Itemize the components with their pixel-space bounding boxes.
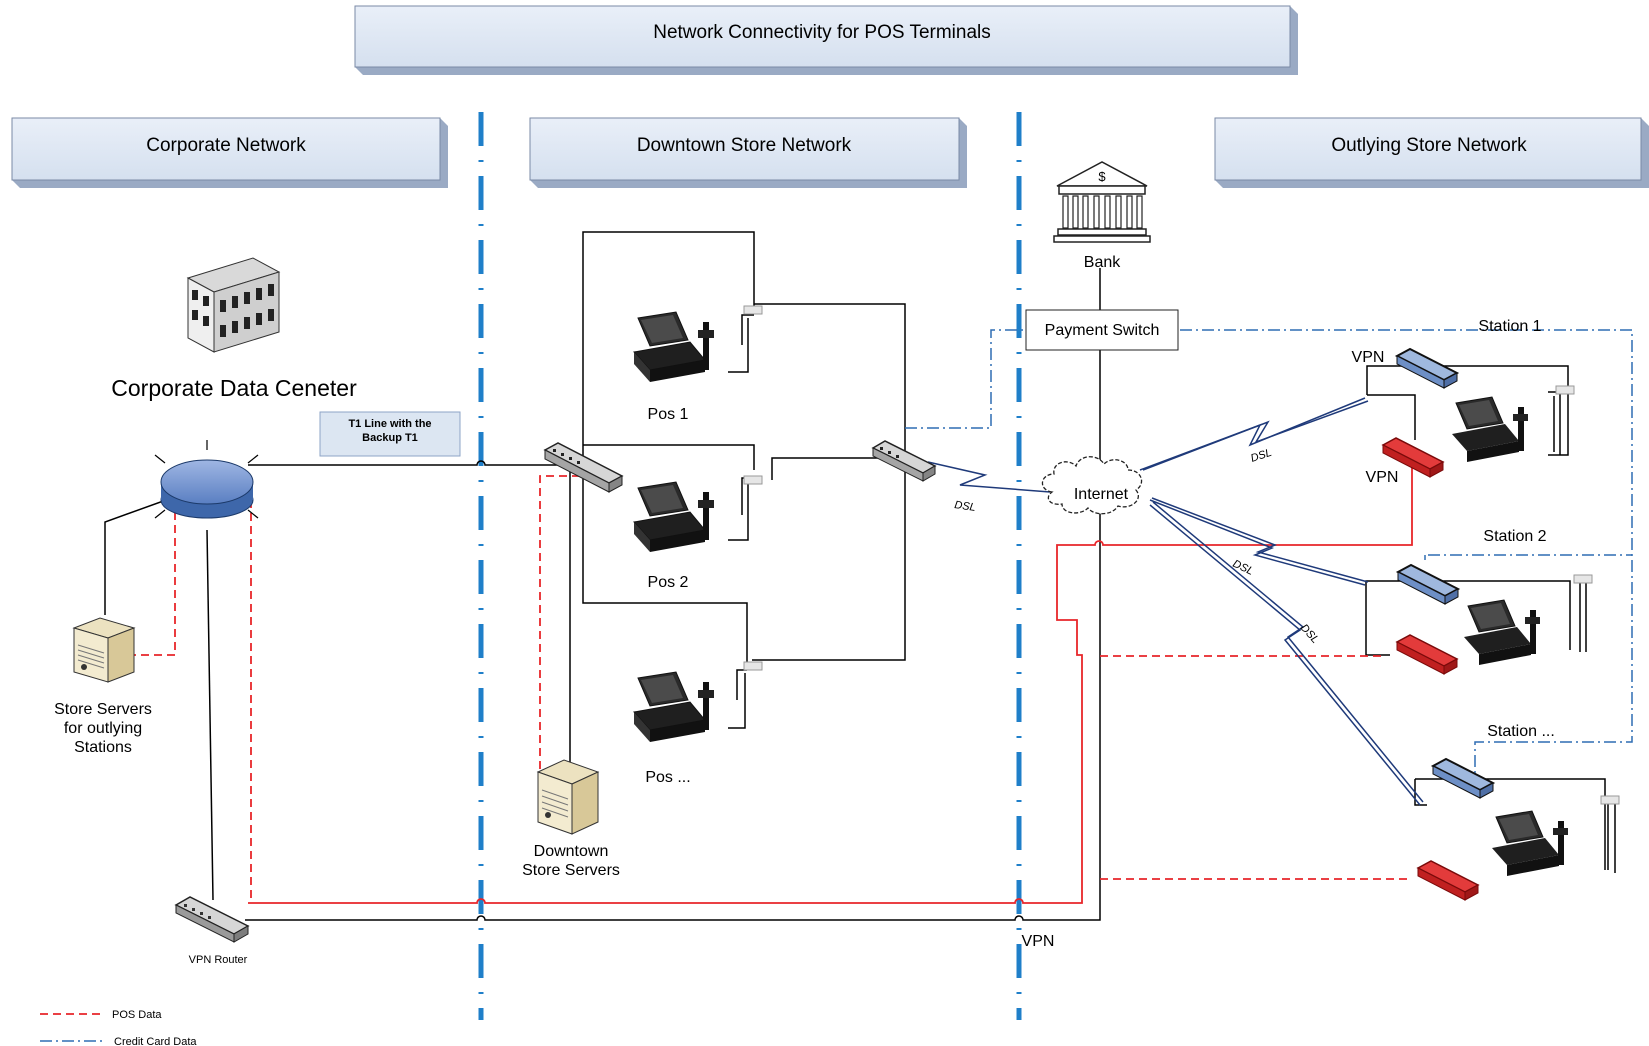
station-3-vpn-blue-icon (1430, 757, 1496, 799)
internet-cloud-icon (1041, 456, 1143, 515)
internet-label: Internet (1074, 486, 1129, 503)
dsl-label-downtown: DSL (954, 499, 977, 514)
vpn-mid-label: VPN (1366, 469, 1399, 486)
pos-terminal-3-icon (633, 671, 714, 742)
pos-terminal-1-icon (633, 311, 714, 382)
t1-line-label-1: T1 Line with the (348, 418, 431, 430)
payment-switch-label: Payment Switch (1045, 322, 1160, 339)
pos-2-label: Pos 2 (648, 574, 689, 591)
pos-3-label: Pos ... (645, 769, 690, 786)
store-servers-label-2: for outlying (64, 720, 142, 737)
legend-credit-card-label: Credit Card Data (114, 1036, 197, 1046)
section-title-corporate: Corporate Network (146, 135, 306, 156)
vpn-top-label: VPN (1352, 349, 1385, 366)
store-servers-icon (72, 617, 136, 683)
pos-1-label: Pos 1 (648, 406, 689, 423)
payment-switch-box: Payment Switch (1025, 309, 1179, 351)
vpn-router-label: VPN Router (189, 954, 248, 966)
station-3-label: Station ... (1487, 723, 1555, 740)
core-router-icon (154, 440, 259, 519)
data-center-label: Corporate Data Ceneter (111, 375, 357, 401)
wired-links (104, 231, 1616, 921)
station-3-jack-icon (1600, 795, 1620, 805)
data-center-building-icon (186, 257, 281, 353)
station-1-vpn-blue-icon (1394, 347, 1460, 389)
pos-2-jack-icon (743, 475, 763, 485)
downtown-server-icon (536, 759, 600, 835)
bank-label: Bank (1084, 254, 1121, 271)
section-header-corporate: Corporate Network (11, 117, 448, 188)
station-1-jack-icon (1555, 385, 1575, 395)
legend-pos-data-label: POS Data (112, 1009, 162, 1021)
page-title: Network Connectivity for POS Terminals (653, 22, 991, 43)
downtown-switch-icon (543, 442, 624, 493)
station-2-label: Station 2 (1483, 528, 1546, 545)
pos-3-jack-icon (743, 661, 763, 671)
dsl-label-station-1: DSL (1249, 447, 1273, 465)
store-servers-label-1: Store Servers (54, 701, 152, 718)
dsl-label-station-3: DSL (1298, 622, 1321, 646)
section-title-outlying: Outlying Store Network (1331, 135, 1527, 156)
bank-icon (1053, 161, 1151, 243)
t1-line-label-2: Backup T1 (362, 432, 418, 444)
station-2-vpn-red-icon (1395, 634, 1459, 675)
pos-terminal-2-icon (633, 481, 714, 552)
store-servers-label-3: Stations (74, 739, 132, 756)
station-1-label: Station 1 (1478, 318, 1541, 335)
bank-dollar-symbol: $ (1098, 169, 1106, 184)
vpn-bottom-label: VPN (1022, 933, 1055, 950)
credit-card-links (905, 329, 1633, 775)
station-2-pos-icon (1464, 599, 1540, 665)
station-3-pos-icon (1492, 810, 1568, 876)
pos-data-links (128, 475, 1412, 880)
station-2-jack-icon (1573, 574, 1593, 584)
station-3-vpn-red-icon (1416, 860, 1480, 901)
downtown-servers-label-2: Store Servers (522, 862, 620, 879)
station-1-vpn-red-icon (1381, 437, 1445, 478)
vpn-router-icon (174, 896, 250, 943)
downtown-servers-label-1: Downtown (534, 843, 609, 860)
legend: POS Data Credit Card Data (40, 1009, 197, 1046)
section-title-downtown: Downtown Store Network (637, 135, 852, 156)
dsl-links (927, 397, 1424, 806)
station-2-vpn-blue-icon (1395, 563, 1461, 605)
pos-1-jack-icon (743, 305, 763, 315)
title-banner: Network Connectivity for POS Terminals (354, 5, 1298, 75)
station-1-pos-icon (1452, 396, 1528, 462)
section-header-downtown: Downtown Store Network (529, 117, 967, 188)
t1-line-box: T1 Line with the Backup T1 (319, 411, 461, 457)
pos-data-solid-links (248, 465, 1413, 904)
section-header-outlying: Outlying Store Network (1214, 117, 1649, 188)
downtown-edge-switch-icon (871, 440, 937, 482)
